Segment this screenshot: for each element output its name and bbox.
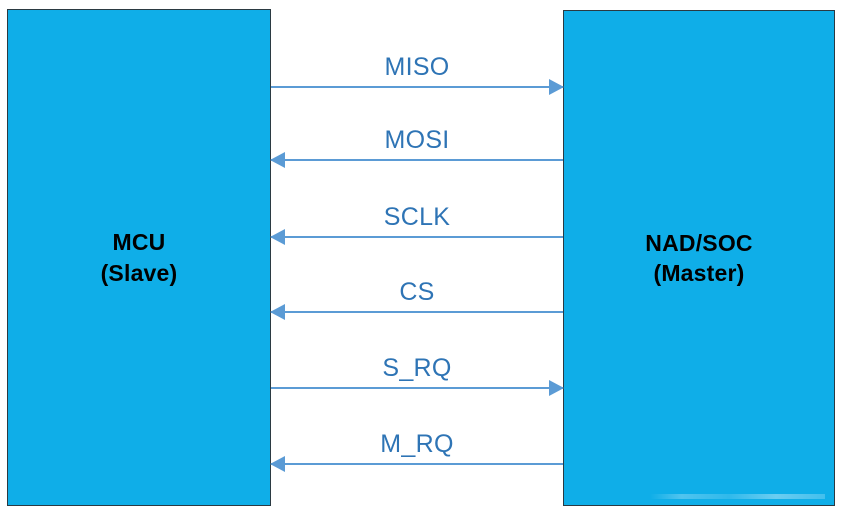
signal-label-s-rq: S_RQ	[382, 354, 452, 382]
arrow-left-icon	[270, 152, 285, 168]
signal-line-cs	[271, 311, 563, 313]
signal-label-sclk: SCLK	[383, 203, 451, 231]
signal-line-miso	[271, 86, 563, 88]
arrow-left-icon	[270, 456, 285, 472]
signal-line-m-rq	[271, 463, 563, 465]
node-nad[interactable]: NAD/SOC (Master)	[563, 10, 835, 506]
signal-line-s-rq	[271, 387, 563, 389]
arrow-right-icon	[549, 79, 564, 95]
arrow-right-icon	[549, 380, 564, 396]
arrow-left-icon	[270, 229, 285, 245]
signal-label-cs: CS	[399, 278, 435, 306]
node-nad-role: (Master)	[653, 260, 745, 286]
node-mcu-title: MCU	[112, 229, 166, 256]
node-mcu[interactable]: MCU (Slave)	[7, 9, 271, 506]
arrow-left-icon	[270, 304, 285, 320]
signal-label-m-rq: M_RQ	[380, 430, 454, 458]
node-mcu-role: (Slave)	[100, 259, 178, 286]
signal-label-mosi: MOSI	[384, 126, 450, 154]
node-nad-title: NAD/SOC	[645, 229, 753, 256]
signal-label-miso: MISO	[384, 53, 450, 81]
signal-line-mosi	[271, 159, 563, 161]
signal-line-sclk	[271, 236, 563, 238]
